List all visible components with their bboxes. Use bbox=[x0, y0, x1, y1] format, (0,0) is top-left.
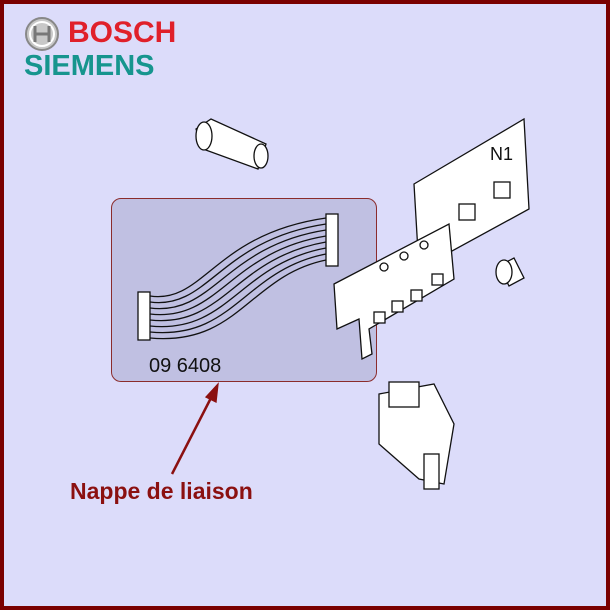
ribbon-cable-part bbox=[137, 213, 339, 341]
parts-diagram bbox=[137, 117, 530, 490]
knob-part bbox=[495, 257, 525, 287]
pointer-arrow bbox=[170, 382, 219, 475]
button-board-part bbox=[333, 222, 455, 361]
bosch-logo: BOSCH bbox=[68, 16, 177, 49]
board-label: N1 bbox=[490, 144, 514, 164]
caption: Nappe de liaison bbox=[70, 478, 253, 504]
part-number: 09 6408 bbox=[149, 355, 222, 377]
logo-emblem-icon bbox=[25, 17, 59, 51]
siemens-logo: SIEMENS bbox=[24, 50, 155, 82]
switch-part bbox=[378, 381, 455, 490]
capacitor-part bbox=[195, 118, 269, 170]
